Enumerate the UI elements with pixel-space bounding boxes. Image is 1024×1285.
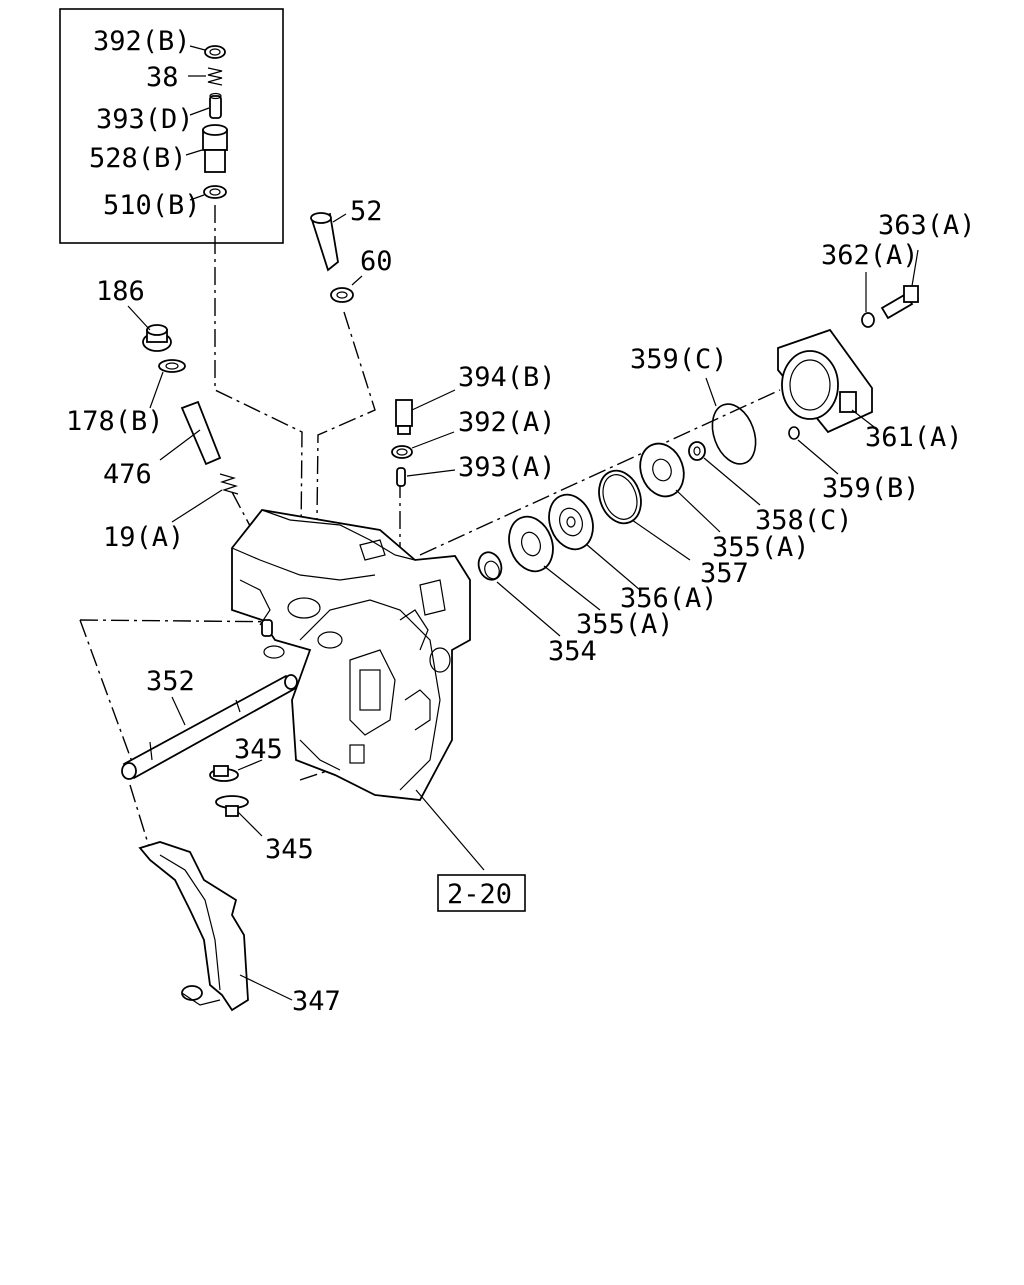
part-359b-oring [788,426,800,440]
label-345-bottom: 345 [265,834,314,865]
label-361a: 361(A) [865,422,963,453]
part-345-upper-plug [209,765,239,782]
label-60: 60 [360,246,393,277]
part-528b-plug [202,124,228,173]
label-355a-top: 355(A) [712,532,810,563]
label-19a: 19(A) [103,522,184,553]
label-476: 476 [103,459,152,490]
part-60-washer [330,287,354,303]
label-358c: 358(C) [755,505,853,536]
part-354-seal [477,551,503,581]
label-510b: 510(B) [103,190,201,221]
part-357-ring [598,469,642,525]
part-394b-switch [395,399,413,435]
part-476-sleeve [180,400,222,466]
part-355a-lower-washer [508,515,554,573]
reference-box-label: 2-20 [447,879,512,910]
part-392a-washer [391,445,413,459]
part-19a-spring [219,473,239,495]
label-359b: 359(B) [822,473,920,504]
label-394b: 394(B) [458,362,556,393]
label-357: 357 [700,558,749,589]
label-178b: 178(B) [66,406,164,437]
label-393a: 393(A) [458,452,556,483]
part-358c-nut [688,441,706,461]
transmission-case [231,509,471,801]
label-362a: 362(A) [821,240,919,271]
inset-detail-box [59,8,284,244]
part-361a-cover [777,328,873,434]
label-359c: 359(C) [630,344,728,375]
part-186-plug [142,324,172,352]
part-352-shift-shaft [121,674,298,780]
part-359c-oring [711,403,757,465]
label-393d: 393(D) [96,104,194,135]
label-52: 52 [350,196,383,227]
label-354: 354 [548,636,597,667]
label-356a: 356(A) [620,583,718,614]
label-347: 347 [292,986,341,1017]
label-355a-bottom: 355(A) [576,609,674,640]
part-178b-washer [158,359,186,373]
label-392b: 392(B) [93,26,191,57]
part-393a-pin [396,467,406,487]
label-352: 352 [146,666,195,697]
part-363a-bolt [880,285,919,320]
part-52-sensor [310,212,339,272]
part-355a-upper-washer [639,442,685,498]
label-345-top: 345 [234,734,283,765]
part-392b-washer [204,45,226,59]
part-362a-washer [861,312,875,328]
label-392a: 392(A) [458,407,556,438]
label-186: 186 [96,276,145,307]
part-356a-piston [548,493,594,551]
part-347-shift-fork [138,841,249,1012]
part-38-spring [207,67,223,86]
case-dowel-pin [261,619,273,637]
label-363a: 363(A) [878,210,976,241]
reference-box[interactable] [437,874,526,912]
label-38: 38 [146,62,179,93]
part-510b-washer [203,185,227,199]
part-393d-pin [209,92,222,119]
label-528b: 528(B) [89,143,187,174]
part-345-lower-plug [215,795,249,817]
